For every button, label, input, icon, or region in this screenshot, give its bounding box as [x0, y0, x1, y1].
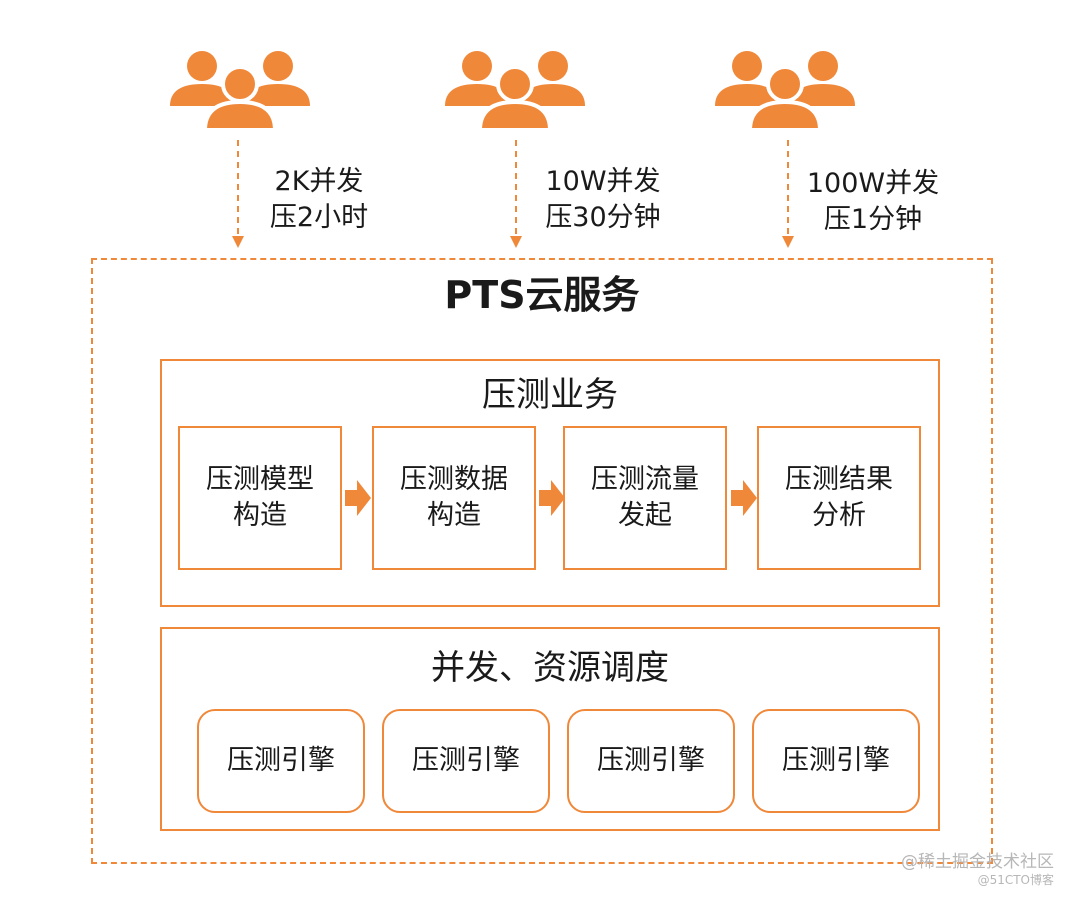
step-traffic-launch: 压测流量 发起 [563, 426, 727, 570]
duration-text: 压2小时 [269, 202, 369, 233]
step-label: 压测结果 [785, 464, 893, 495]
load-arrow-3 [781, 140, 795, 250]
load-label-2: 10W并发 压30分钟 [518, 164, 688, 236]
duration-text: 压30分钟 [545, 202, 661, 233]
arrow-down-icon [510, 140, 522, 248]
step-model-construction: 压测模型 构造 [178, 426, 342, 570]
load-label-1: 2K并发 压2小时 [234, 164, 404, 236]
flow-arrow-1 [345, 478, 371, 518]
step-result-analysis: 压测结果 分析 [757, 426, 921, 570]
service-title: PTS云服务 [444, 273, 640, 317]
step-label: 压测数据 [400, 464, 508, 495]
step-label: 构造 [427, 500, 481, 531]
watermark-line: @51CTO博客 [977, 873, 1054, 887]
watermark-line: @稀土掘金技术社区 [901, 852, 1054, 872]
arrow-right-icon [345, 480, 371, 516]
user-group-icon [170, 51, 310, 132]
concurrency-text: 100W并发 [806, 168, 940, 199]
load-label-3: 100W并发 压1分钟 [788, 166, 958, 238]
user-group-icon [715, 51, 855, 132]
arrow-right-icon [731, 480, 757, 516]
step-label: 构造 [233, 500, 287, 531]
user-group-icon [445, 51, 585, 132]
concurrency-text: 2K并发 [274, 166, 364, 197]
business-panel-title: 压测业务 [482, 375, 618, 415]
arrow-down-icon [232, 140, 244, 248]
step-label: 压测流量 [591, 464, 699, 495]
step-label: 压测模型 [206, 464, 314, 495]
load-arrow-1 [231, 140, 245, 250]
engine-4: 压测引擎 [752, 709, 920, 813]
step-data-construction: 压测数据 构造 [372, 426, 536, 570]
step-label: 分析 [812, 500, 866, 531]
user-group-3 [710, 44, 860, 134]
user-group-2 [440, 44, 590, 134]
engine-3: 压测引擎 [567, 709, 735, 813]
engine-1: 压测引擎 [197, 709, 365, 813]
step-label: 发起 [618, 500, 672, 531]
concurrency-text: 10W并发 [545, 166, 661, 197]
flow-arrow-3 [731, 478, 757, 518]
arrow-down-icon [782, 140, 794, 248]
arrow-right-icon [539, 480, 565, 516]
watermark: @稀土掘金技术社区 @51CTO博客 [901, 852, 1054, 888]
load-arrow-2 [509, 140, 523, 250]
user-group-1 [165, 44, 315, 134]
engine-2: 压测引擎 [382, 709, 550, 813]
pts-service-container [91, 258, 993, 864]
duration-text: 压1分钟 [823, 204, 923, 235]
flow-arrow-2 [539, 478, 565, 518]
scheduling-panel-title: 并发、资源调度 [431, 648, 669, 688]
